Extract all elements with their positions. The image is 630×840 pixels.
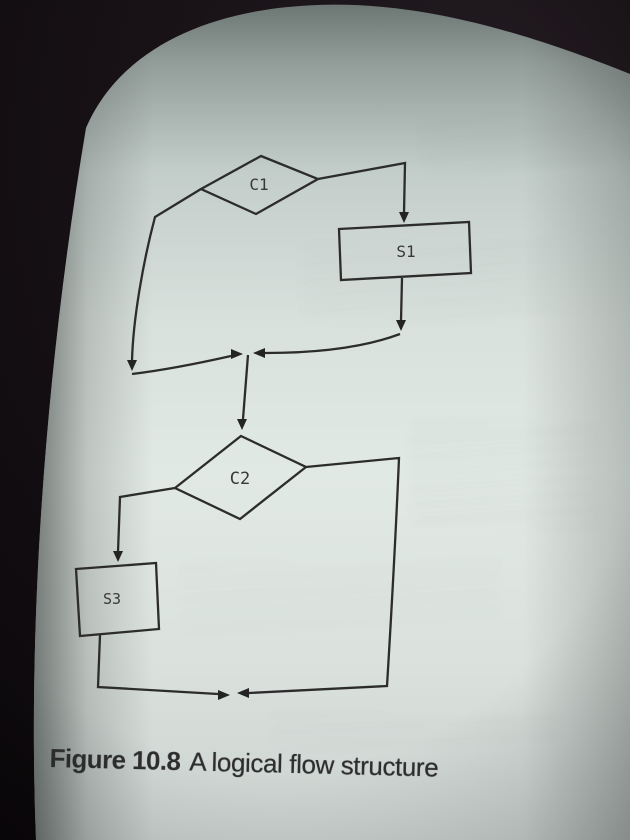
edge-c2-to-s3 bbox=[116, 486, 176, 553]
flow-strokes bbox=[74, 154, 473, 696]
label-c2: C2 bbox=[230, 469, 250, 489]
edge-c1-left-down bbox=[130, 188, 202, 362]
decision-node-c1 bbox=[198, 154, 321, 216]
arrowhead-merge1-from-left bbox=[231, 349, 243, 359]
edge-s1-down bbox=[399, 277, 404, 322]
edge-merge1-to-c2 bbox=[241, 354, 250, 420]
label-s3: S3 bbox=[103, 590, 121, 608]
arrowhead-s1-down bbox=[396, 320, 406, 331]
arrowhead-into-c2 bbox=[237, 419, 247, 430]
decision-node-c2 bbox=[172, 434, 309, 521]
process-node-s1 bbox=[337, 220, 473, 282]
caption-number: Figure 10.8 bbox=[49, 743, 181, 777]
arrowhead-merge2-from-right bbox=[237, 688, 249, 698]
edge-c1-to-s1 bbox=[317, 161, 407, 214]
edge-c2-right-down bbox=[248, 456, 401, 695]
process-node-s3 bbox=[74, 561, 161, 638]
edge-s3-down-right bbox=[96, 634, 219, 696]
label-c1: C1 bbox=[249, 175, 268, 194]
arrowheads bbox=[113, 212, 409, 700]
page-shading bbox=[33, 4, 630, 840]
edge-s1-to-merge1 bbox=[264, 332, 401, 355]
node-labels: C1 S1 C2 S3 bbox=[103, 175, 416, 608]
arrowhead-into-s1 bbox=[399, 212, 409, 223]
label-s1: S1 bbox=[396, 242, 415, 261]
caption-title: A logical flow structure bbox=[188, 746, 439, 783]
arrowhead-left-branch-down bbox=[127, 360, 137, 371]
arrowhead-merge2-from-left bbox=[218, 690, 230, 700]
edge-left-to-merge1 bbox=[131, 354, 232, 376]
arrowhead-merge1-from-right bbox=[253, 348, 265, 358]
arrowhead-into-s3 bbox=[113, 551, 123, 562]
